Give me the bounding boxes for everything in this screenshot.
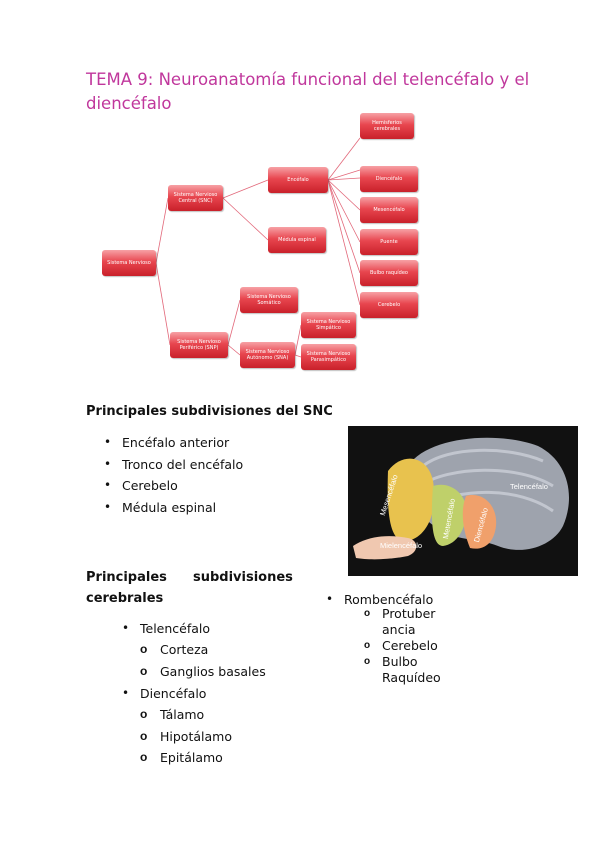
snc-heading: Principales subdivisiones del SNC [86,404,333,419]
telencefalo-sublist: Corteza Ganglios basales [140,639,266,682]
list-item: Protuber ancia [364,606,444,638]
snc-list: Encéfalo anterior Tronco del encéfalo Ce… [102,432,243,518]
rombencefalo-list: Rombencéfalo [324,589,433,611]
node-cerebelo: Cerebelo [360,292,418,318]
brain-label-telencefalo: Telencéfalo [510,482,548,491]
brain-illustration [353,437,570,560]
node-sistema-nervioso: Sistema Nervioso [102,250,156,276]
node-medula: Médula espinal [268,227,326,253]
node-puente: Puente [360,229,418,255]
cerebral-heading-word-2: subdivisiones [193,570,293,585]
list-item-telencefalo: Telencéfalo [120,618,210,640]
rombencefalo-sublist: Protuber ancia Cerebelo Bulbo Raquídeo [364,606,444,686]
node-mesencefalo: Mesencéfalo [360,197,418,223]
cerebral-heading-word-3: cerebrales [86,591,164,606]
cerebral-list-2: Diencéfalo [120,683,206,705]
list-item-rombencefalo: Rombencéfalo [324,589,433,611]
brain-sagittal-image: Telencéfalo Mesencéfalo Metencéfalo Dien… [348,426,578,576]
nervous-system-diagram: Sistema Nervioso Sistema Nervioso Centra… [98,110,428,375]
list-item: Cerebelo [102,475,243,497]
node-bulbo: Bulbo raquídeo [360,260,418,286]
cerebral-heading-word-1: Principales [86,570,167,585]
list-item: Tálamo [140,704,232,726]
diagram-connectors [155,137,361,358]
node-hemisferios: Hemisferios cerebrales [360,113,414,139]
page-title: TEMA 9: Neuroanatomía funcional del tele… [86,70,530,113]
node-simpatico: Sistema Nervioso Simpático [301,312,356,338]
node-sna: Sistema Nervioso Autónomo (SNA) [240,342,295,368]
list-item: Corteza [140,639,266,661]
cerebral-list: Telencéfalo [120,618,210,640]
list-item: Médula espinal [102,497,243,519]
list-item: Hipotálamo [140,726,232,748]
node-sns: Sistema Nervioso Somático [240,287,298,313]
list-item: Epitálamo [140,747,232,769]
list-item-diencefalo: Diencéfalo [120,683,206,705]
node-parasimpatico: Sistema Nervioso Parasimpático [301,344,356,370]
list-item: Cerebelo [364,638,444,654]
list-item: Ganglios basales [140,661,266,683]
brain-label-mielencefalo: Mielencéfalo [380,541,423,550]
list-item: Encéfalo anterior [102,432,243,454]
node-diencefalo: Diencéfalo [360,166,418,192]
list-item: Bulbo Raquídeo [364,654,444,686]
node-snc: Sistema Nervioso Central (SNC) [168,185,223,211]
list-item: Tronco del encéfalo [102,454,243,476]
node-snp: Sistema Nervioso Periférico (SNP) [170,332,228,358]
diencefalo-sublist: Tálamo Hipotálamo Epitálamo [140,704,232,769]
node-encefalo: Encéfalo [268,167,328,193]
